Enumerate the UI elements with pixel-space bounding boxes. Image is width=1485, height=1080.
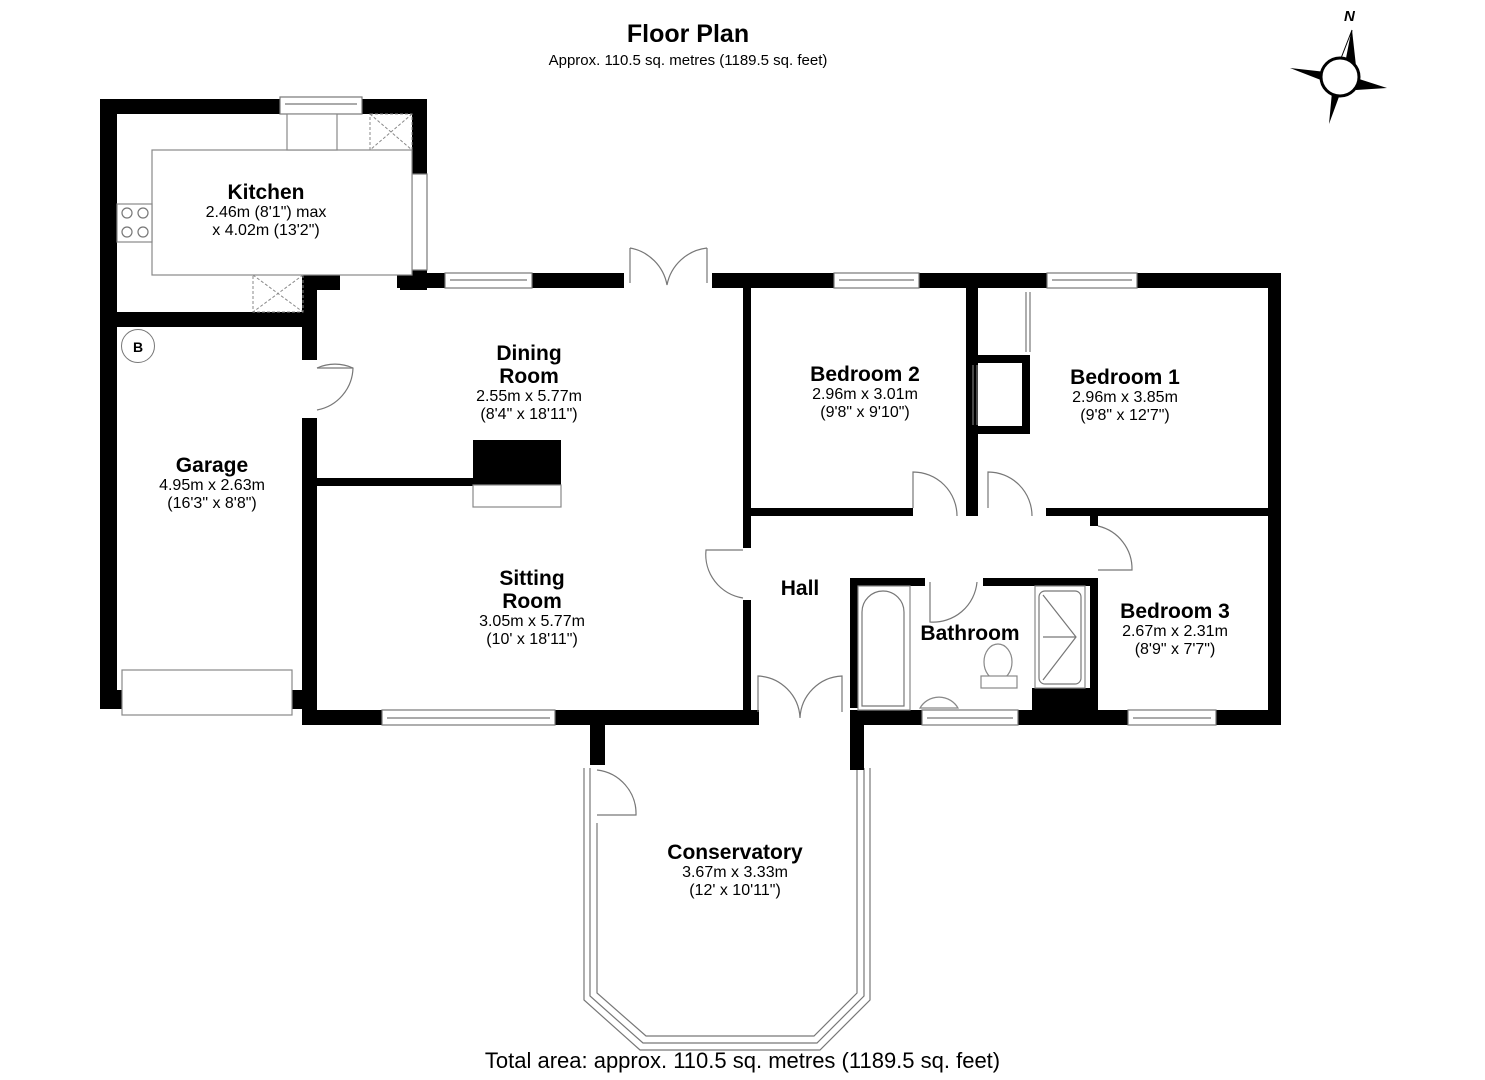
kitchen-fixtures (116, 113, 413, 313)
room-hall: Hall (781, 577, 820, 600)
room-dimension-metric: 4.95m x 2.63m (159, 477, 265, 495)
doors (316, 247, 1133, 816)
room-name: Bedroom 1 (1070, 366, 1180, 389)
room-dimension-imperial: x 4.02m (13'2") (212, 222, 320, 239)
plan-subtitle: Approx. 110.5 sq. metres (1189.5 sq. fee… (548, 52, 828, 69)
room-dimension-imperial: (16'3" x 8'8") (167, 495, 257, 512)
room-dimension-metric: 2.55m x 5.77m (476, 388, 582, 406)
room-name-line2: Room (499, 365, 559, 389)
room-name-line1: Dining (496, 342, 562, 365)
room-name: Hall (780, 577, 820, 600)
room-name-line1: Sitting (499, 567, 565, 590)
room-bedroom-3: Bedroom 3 2.67m x 2.31m (8'9" x 7'7") (1120, 600, 1230, 659)
room-name: Kitchen (227, 181, 305, 204)
conservatory-glazing (583, 725, 871, 1051)
room-dimension-metric: 2.46m (8'1") max (205, 204, 327, 222)
room-conservatory: Conservatory 3.67m x 3.33m (12' x 10'11"… (667, 841, 802, 900)
room-dimension-metric: 2.96m x 3.85m (1072, 389, 1178, 407)
room-dimension-metric: 2.96m x 3.01m (812, 386, 918, 404)
room-name-line2: Room (502, 590, 562, 614)
walls (100, 99, 1281, 765)
room-name: Bedroom 3 (1120, 600, 1230, 623)
compass-rose-icon (1290, 29, 1387, 124)
windows (121, 96, 1217, 726)
room-name: Bedroom 2 (810, 363, 920, 386)
room-name: Bathroom (920, 622, 1020, 645)
room-bedroom-1: Bedroom 1 2.96m x 3.85m (9'8" x 12'7") (1070, 366, 1180, 425)
room-dimension-imperial: (9'8" x 12'7") (1080, 407, 1170, 424)
room-dimension-imperial: (10' x 18'11") (486, 631, 578, 649)
room-dimension-imperial: (9'8" x 9'10") (820, 404, 910, 421)
room-dimension-metric: 2.67m x 2.31m (1122, 623, 1228, 641)
room-dimension-imperial: (8'9" x 7'7") (1134, 641, 1216, 658)
total-area-label: Total area: approx. 110.5 sq. metres (11… (484, 1048, 1001, 1073)
bathroom-fixtures (857, 585, 1086, 711)
plan-title: Floor Plan (626, 20, 750, 48)
room-name: Conservatory (667, 841, 803, 864)
room-garage: Garage 4.95m x 2.63m (16'3" x 8'8") (159, 454, 265, 513)
room-dimension-imperial: (12' x 10'11") (689, 882, 781, 899)
room-dining-room: Dining Room 2.55m x 5.77m (8'4" x 18'11"… (476, 342, 582, 424)
room-bathroom: Bathroom (920, 622, 1019, 645)
room-bedroom-2: Bedroom 2 2.96m x 3.01m (9'8" x 9'10") (810, 363, 920, 422)
room-dimension-imperial: (8'4" x 18'11") (480, 406, 578, 424)
room-sitting-room: Sitting Room 3.05m x 5.77m (10' x 18'11"… (479, 567, 585, 649)
room-kitchen: Kitchen 2.46m (8'1") max x 4.02m (13'2") (206, 181, 327, 240)
room-dimension-metric: 3.67m x 3.33m (682, 864, 788, 882)
boiler-badge: B (121, 329, 155, 363)
compass-north-label: N (1344, 8, 1355, 25)
room-name: Garage (175, 454, 249, 477)
room-dimension-metric: 3.05m x 5.77m (479, 613, 585, 631)
